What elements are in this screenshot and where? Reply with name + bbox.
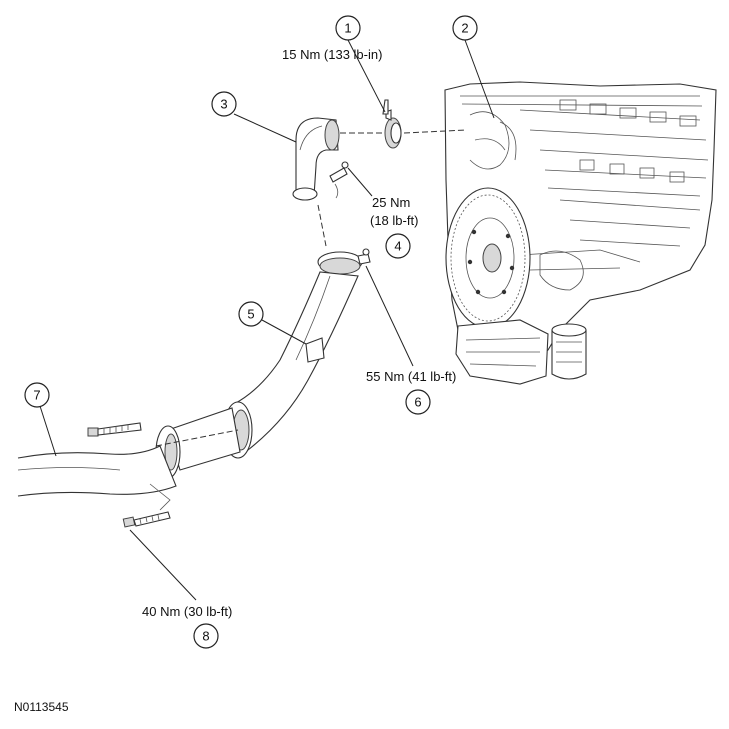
callout-2-number: 2 [461,21,468,36]
callout-5-number: 5 [247,307,254,322]
leader-3 [233,113,297,143]
leader-8 [129,529,197,601]
flange-bolt-upper [87,422,142,437]
callout-6-number: 6 [414,395,421,410]
callout-4-number: 4 [394,239,401,254]
callout-2: 2 [452,15,478,41]
callout-4-torque-line2: (18 lb-ft) [370,213,418,228]
leader-2 [464,39,495,119]
callout-1: 1 15 Nm (133 lb-in) [282,15,382,62]
leader-7 [39,405,57,457]
exhaust-elbow [292,117,349,201]
flywheel [445,187,531,329]
engine-assembly [444,81,717,385]
callout-8: 40 Nm (30 lb-ft) 8 [142,604,232,649]
callout-4: 25 Nm (18 lb-ft) 4 [370,195,418,259]
leader-4 [347,167,373,197]
callout-7: 7 [24,382,50,408]
callout-6-torque: 55 Nm (41 lb-ft) [366,369,456,384]
callout-1-number: 1 [344,21,351,36]
exhaust-clamp [317,248,371,275]
leader-5 [261,319,307,345]
callout-8-number: 8 [202,629,209,644]
oil-filter [551,323,587,380]
exhaust-pipe [17,445,177,511]
leader-6 [365,265,414,367]
figure-code: N0113545 [14,700,69,714]
flange-bolt-lower [122,511,171,528]
callout-3: 3 [211,91,237,117]
callout-4-torque-line1: 25 Nm [372,195,410,210]
down-pipe [233,271,359,451]
v-band-flange [155,401,253,479]
callout-7-number: 7 [33,388,40,403]
alignment-line-engine [403,129,467,134]
callout-3-number: 3 [220,97,227,112]
callout-5: 5 [238,301,264,327]
callout-1-torque: 15 Nm (133 lb-in) [282,47,382,62]
gasket-flange [382,99,402,149]
callout-6: 55 Nm (41 lb-ft) 6 [366,369,456,415]
leader-1 [347,39,386,113]
callout-8-torque: 40 Nm (30 lb-ft) [142,604,232,619]
alignment-line-elbow [317,204,327,247]
